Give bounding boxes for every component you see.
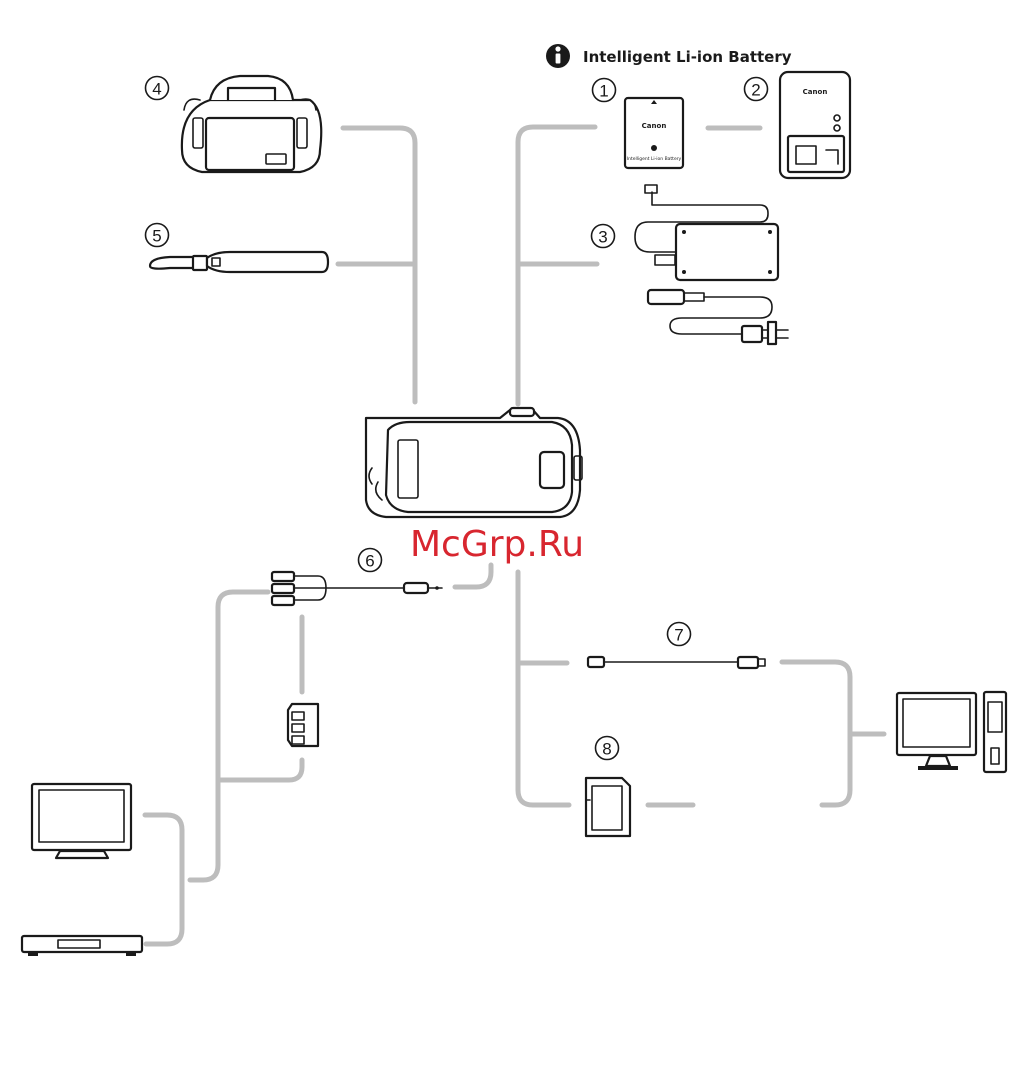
svg-text:Canon: Canon [803, 88, 828, 96]
number-marker-2: 2 [745, 78, 768, 101]
battery-pack-illustration: Canon Intelligent Li-ion Battery [625, 98, 683, 168]
usb-cable-illustration [588, 657, 765, 668]
svg-text:6: 6 [365, 552, 374, 571]
video-recorder-illustration [22, 936, 142, 956]
computer-illustration [897, 692, 1006, 772]
svg-text:7: 7 [674, 626, 683, 645]
sd-card-illustration [586, 778, 630, 836]
scart-adapter-illustration [288, 704, 318, 746]
tv-illustration [32, 784, 131, 858]
number-marker-6: 6 [359, 549, 382, 572]
camcorder-illustration [366, 408, 582, 517]
number-marker-5: 5 [146, 224, 169, 247]
svg-text:5: 5 [152, 227, 161, 246]
svg-text:1: 1 [599, 82, 608, 101]
number-marker-4: 4 [146, 77, 169, 100]
number-marker-3: 3 [592, 225, 615, 248]
svg-text:4: 4 [152, 80, 161, 99]
svg-text:3: 3 [598, 228, 607, 247]
intelligent-battery-icon [546, 44, 570, 68]
svg-text:8: 8 [602, 740, 611, 759]
number-marker-8: 8 [596, 737, 619, 760]
battery-header: Intelligent Li-ion Battery [546, 44, 792, 68]
wrist-strap-illustration [150, 252, 328, 272]
watermark-text: McGrp.Ru [410, 524, 584, 565]
rca-plugs [272, 572, 326, 605]
battery-header-title: Intelligent Li-ion Battery [583, 48, 792, 66]
svg-text:Canon: Canon [642, 122, 667, 130]
camcorder-bag-illustration [182, 76, 321, 172]
number-marker-1: 1 [593, 79, 616, 102]
svg-text:2: 2 [751, 81, 760, 100]
number-marker-7: 7 [668, 623, 691, 646]
compact-power-adapter-illustration [635, 185, 788, 344]
battery-charger-illustration: Canon [780, 72, 850, 178]
av-cable-illustration [272, 572, 442, 605]
svg-text:Intelligent Li-ion Battery: Intelligent Li-ion Battery [627, 156, 682, 162]
